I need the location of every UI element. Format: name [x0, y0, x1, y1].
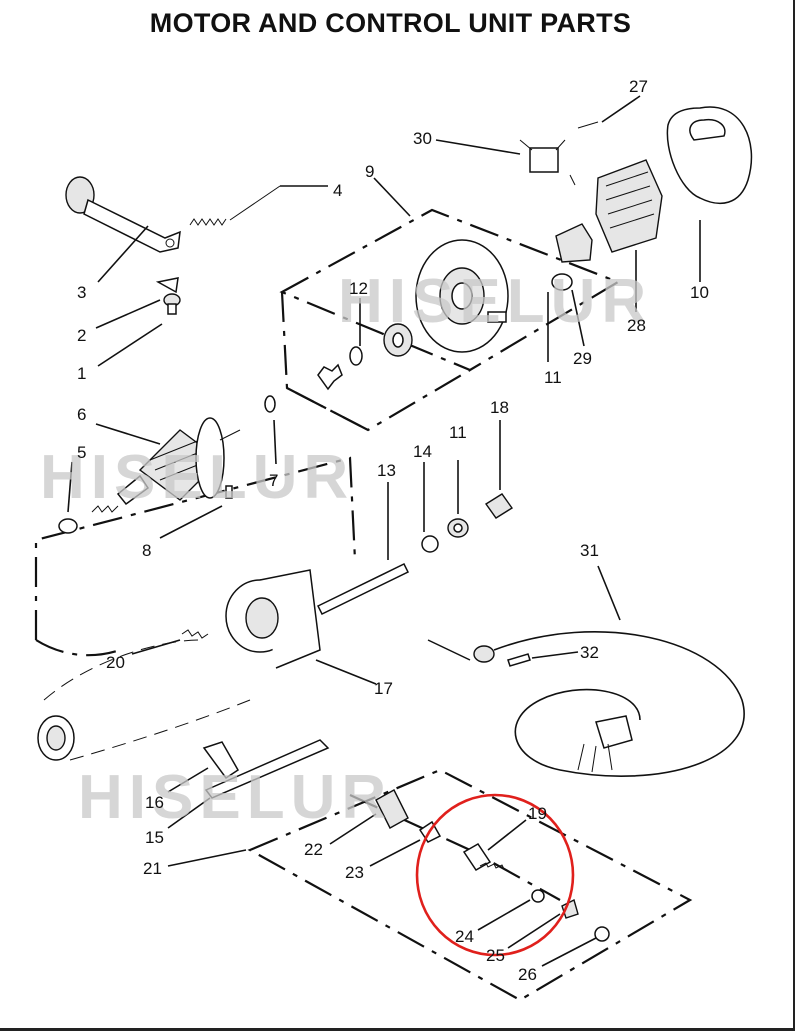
callout-16: 16 [145, 793, 164, 812]
armature-part [91, 417, 241, 513]
callout-3: 3 [77, 283, 86, 302]
watermark-top: HISELUR [338, 267, 652, 336]
watermark-middle: HISELUR [40, 443, 354, 512]
callout-32: 32 [580, 643, 599, 662]
callout-labels: 1 2 3 4 5 6 7 8 9 10 11 11 12 13 14 15 1… [77, 77, 709, 984]
callout-19: 19 [528, 804, 547, 823]
callout-22: 22 [304, 840, 323, 859]
cylinder-22 [375, 789, 409, 829]
callout-28: 28 [627, 316, 646, 335]
callout-26: 26 [518, 965, 537, 984]
washer-part [155, 277, 179, 294]
screw-part-27 [577, 121, 599, 129]
callout-5: 5 [77, 443, 86, 462]
callout-15: 15 [145, 828, 164, 847]
callout-1: 1 [77, 364, 86, 383]
callout-17: 17 [374, 679, 393, 698]
callout-21: 21 [143, 859, 162, 878]
threaded-shaft-19 [462, 843, 505, 871]
leader-lines [67, 95, 701, 967]
cap-26 [594, 926, 610, 942]
washer-5 [58, 518, 78, 534]
callout-12: 12 [349, 279, 368, 298]
callout-31: 31 [580, 541, 599, 560]
callout-9: 9 [365, 162, 374, 181]
lever-arm-part [65, 176, 181, 253]
callout-29: 29 [573, 349, 592, 368]
spring-20 [181, 629, 209, 639]
page-title: MOTOR AND CONTROL UNIT PARTS [149, 8, 632, 38]
sleeve-18 [484, 493, 514, 519]
bearing-11-lower [447, 518, 469, 538]
nut-24 [531, 889, 545, 903]
field-stator-part [225, 569, 321, 669]
link-15 [204, 739, 330, 799]
screw-32 [507, 653, 531, 667]
callout-10: 10 [690, 283, 709, 302]
callout-11-lower: 11 [449, 423, 467, 442]
callout-20: 20 [106, 653, 125, 672]
callout-8: 8 [142, 541, 151, 560]
callout-18: 18 [490, 398, 509, 417]
washer-7 [264, 395, 276, 413]
bracket-16 [202, 741, 239, 780]
insulator-gasket [666, 106, 753, 205]
callout-4: 4 [333, 181, 342, 200]
retaining-clip [317, 363, 343, 391]
callout-2: 2 [77, 326, 86, 345]
pin-8 [225, 485, 233, 499]
callout-6: 6 [77, 405, 86, 424]
end-bell-housing [415, 239, 509, 353]
callout-30: 30 [413, 129, 432, 148]
callout-24: 24 [455, 927, 474, 946]
brush-holder-part [551, 223, 593, 291]
callout-14: 14 [413, 442, 432, 461]
washer-12 [349, 346, 363, 366]
callout-23: 23 [345, 863, 364, 882]
rod-13 [316, 563, 410, 615]
callout-25: 25 [486, 946, 505, 965]
control-board-part [595, 159, 663, 253]
callout-13: 13 [377, 461, 396, 480]
gear-14 [421, 535, 439, 553]
highlight-circle [415, 793, 575, 957]
bearing-part [383, 323, 413, 357]
watermark-bottom: HISELUR [78, 763, 392, 832]
sensor-part [519, 139, 576, 186]
housing-dash-outline [34, 456, 357, 657]
spring-part [189, 185, 281, 226]
callout-7: 7 [269, 471, 278, 490]
motor-housing-outline [37, 639, 251, 761]
screw-part-1 [163, 293, 181, 315]
spacer-25 [561, 898, 579, 919]
power-cord-part [427, 631, 745, 777]
callout-11-upper: 11 [544, 368, 562, 387]
callout-27: 27 [629, 77, 648, 96]
